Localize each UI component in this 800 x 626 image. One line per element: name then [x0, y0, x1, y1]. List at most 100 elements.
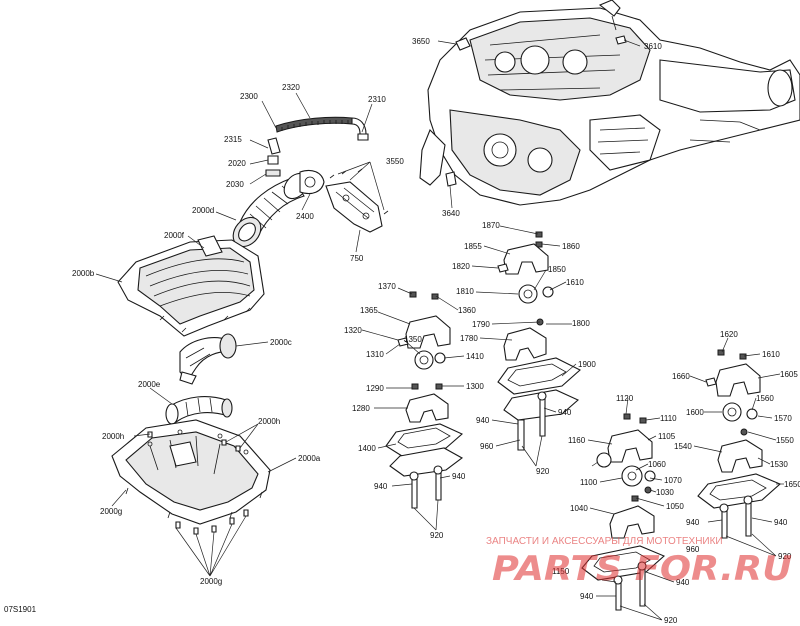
callout-1350: 1350 — [404, 335, 422, 344]
callout-1370: 1370 — [378, 282, 396, 291]
callout-1820: 1820 — [452, 262, 470, 271]
callout-940-a: 940 — [476, 416, 490, 425]
callout-1550: 1550 — [776, 436, 794, 445]
callout-2000h-right: 2000h — [258, 417, 280, 426]
callout-920-c: 920 — [778, 552, 792, 561]
callout-1570: 1570 — [774, 414, 792, 423]
callout-1040: 1040 — [570, 504, 588, 513]
diagram-reference-code: 07S1901 — [4, 605, 37, 614]
callout-960-a: 960 — [480, 442, 494, 451]
callout-1280: 1280 — [352, 404, 370, 413]
callout-3550: 3550 — [386, 157, 404, 166]
callout-940-h: 940 — [580, 592, 594, 601]
callout-2000b: 2000b — [72, 269, 95, 278]
callout-960-b: 960 — [686, 545, 700, 554]
callout-1860: 1860 — [562, 242, 580, 251]
callout-1320: 1320 — [344, 326, 362, 335]
callout-2310: 2310 — [368, 95, 386, 104]
callout-1870: 1870 — [482, 221, 500, 230]
callout-2020: 2020 — [228, 159, 246, 168]
callout-1780: 1780 — [460, 334, 478, 343]
callout-2315: 2315 — [224, 135, 242, 144]
callout-1310: 1310 — [366, 350, 384, 359]
callout-1850: 1850 — [548, 265, 566, 274]
intake-hose-2000e — [165, 396, 233, 425]
callout-1105: 1105 — [658, 432, 676, 441]
callout-940-b: 940 — [558, 408, 572, 417]
callout-2000e: 2000e — [138, 380, 161, 389]
callout-2000d: 2000d — [192, 206, 214, 215]
mount-group-1600 — [697, 349, 782, 539]
callout-3610: 3610 — [644, 42, 662, 51]
callout-1600: 1600 — [686, 408, 704, 417]
callout-920-d: 920 — [664, 616, 678, 625]
callout-1530: 1530 — [770, 460, 788, 469]
callout-940-c: 940 — [374, 482, 388, 491]
callout-2000g-left: 2000g — [100, 507, 122, 516]
watermark-logo: PARTS FOR.RU — [492, 549, 792, 589]
callout-1540: 1540 — [674, 442, 692, 451]
callout-1110: 1110 — [660, 414, 677, 423]
callout-1290: 1290 — [366, 384, 384, 393]
part-3640 — [445, 171, 457, 187]
engine-block — [419, 0, 800, 206]
callout-1410: 1410 — [466, 352, 484, 361]
callout-920-a: 920 — [536, 467, 550, 476]
callout-1030: 1030 — [656, 488, 674, 497]
callout-1050: 1050 — [666, 502, 684, 511]
callout-2000a: 2000a — [298, 454, 321, 463]
mount-group-1100 — [581, 413, 666, 611]
watermark-tagline: ЗАПЧАСТИ И АКСЕССУАРЫ ДЛЯ МОТОТЕХНИКИ — [486, 536, 723, 547]
callout-1610-top: 1610 — [566, 278, 584, 287]
callout-1120: 1120 — [616, 394, 634, 403]
air-elbow-2000c — [179, 333, 237, 385]
callout-3640: 3640 — [442, 209, 460, 218]
callout-1660: 1660 — [672, 372, 690, 381]
callout-labels: 3650 3610 2320 2300 2310 2315 2020 2030 … — [72, 37, 800, 625]
callout-940-e: 940 — [686, 518, 700, 527]
callout-1160: 1160 — [568, 436, 586, 445]
callout-3650: 3650 — [412, 37, 430, 46]
callout-1070: 1070 — [664, 476, 682, 485]
callout-1650: 1650 — [784, 480, 800, 489]
callout-920-b: 920 — [430, 531, 444, 540]
callout-1060: 1060 — [648, 460, 666, 469]
callout-1605: 1605 — [780, 370, 798, 379]
callout-750: 750 — [350, 254, 364, 263]
callout-2000c: 2000c — [270, 338, 292, 347]
watermark: ЗАПЧАСТИ И АКСЕССУАРЫ ДЛЯ МОТОТЕХНИКИ PA… — [486, 536, 792, 589]
callout-1800: 1800 — [572, 319, 590, 328]
callout-1900: 1900 — [578, 360, 596, 369]
intake-duct-assembly — [232, 169, 325, 248]
mount-group-1300 — [385, 291, 464, 509]
callout-1360: 1360 — [458, 306, 476, 315]
part-3650 — [455, 37, 471, 51]
callout-1790: 1790 — [472, 320, 490, 329]
callout-940-d: 940 — [452, 472, 466, 481]
bolts-2000h — [147, 431, 241, 452]
part-3610 — [615, 35, 627, 45]
callout-1810: 1810 — [456, 287, 474, 296]
callout-2320: 2320 — [282, 83, 300, 92]
callout-1400: 1400 — [358, 444, 376, 453]
callout-2400: 2400 — [296, 212, 314, 221]
callout-1620: 1620 — [720, 330, 738, 339]
mount-group-1800 — [497, 231, 581, 451]
callout-2000f: 2000f — [164, 231, 185, 240]
callout-1855: 1855 — [464, 242, 482, 251]
callout-2300: 2300 — [240, 92, 258, 101]
callout-1150: 1150 — [552, 567, 570, 576]
bracket-750 — [325, 168, 389, 233]
callout-940-g: 940 — [676, 578, 690, 587]
callout-2000g-bottom: 2000g — [200, 577, 222, 586]
intake-manifold-2000b — [117, 235, 265, 337]
callout-940-f: 940 — [774, 518, 788, 527]
oil-pan-2000a — [111, 419, 271, 525]
bolts-2000g — [175, 509, 249, 535]
callout-1365: 1365 — [360, 306, 378, 315]
callout-1560: 1560 — [756, 394, 774, 403]
breather-hose-assembly — [265, 116, 369, 177]
callout-1300: 1300 — [466, 382, 484, 391]
